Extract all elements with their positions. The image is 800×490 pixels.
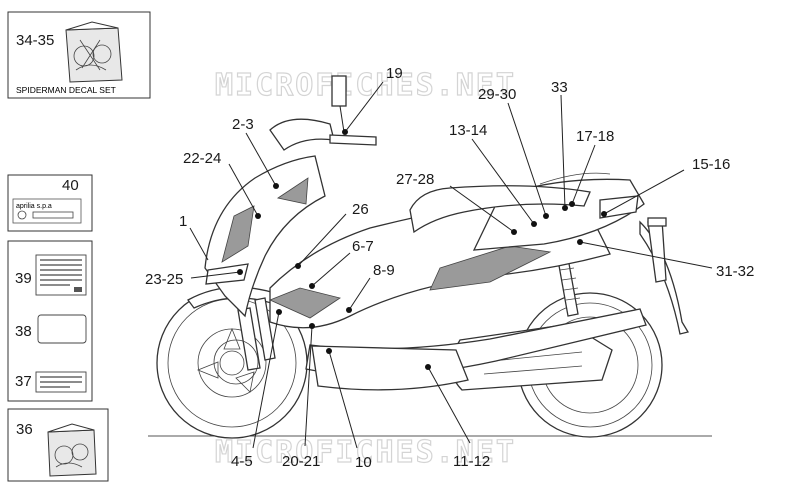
callout-13-14: 13-14: [449, 122, 487, 139]
label-37-icon: [35, 371, 87, 393]
callout-17-18: 17-18: [576, 128, 614, 145]
panel-40: 40 aprilia s.p.a: [7, 174, 93, 232]
callout-22-24: 22-24: [183, 150, 221, 167]
decal-set-ref: 34-35: [16, 32, 54, 49]
panel-38-ref: 38: [15, 323, 32, 340]
decal-packet-icon: [65, 21, 123, 83]
callout-23-25: 23-25: [145, 271, 183, 288]
callout-labels: 19 2-3 22-24 1 23-25 26 6-7 8-9 29-30 33…: [145, 65, 754, 471]
panel-36-ref: 36: [16, 421, 33, 438]
panel-40-brand: aprilia s.p.a: [16, 203, 52, 210]
callout-20-21: 20-21: [282, 453, 320, 470]
decal-set-panel: 34-35 SPIDERMAN DECAL SET: [7, 11, 151, 99]
decal-packet-small-icon: [47, 423, 97, 477]
panel-39-ref: 39: [15, 270, 32, 287]
callout-33: 33: [551, 79, 568, 96]
callout-19: 19: [386, 65, 403, 82]
scooter-drawing: [156, 75, 690, 439]
decal-set-caption: SPIDERMAN DECAL SET: [16, 85, 116, 95]
watermark-top: MICROFICHES.NET: [215, 68, 516, 103]
callout-11-12: 11-12: [453, 453, 490, 470]
panel-37-ref: 37: [15, 373, 32, 390]
leader-lines: [189, 81, 713, 449]
panel-group-37-39: 39 38 37: [7, 240, 93, 402]
callout-26: 26: [352, 201, 369, 218]
label-39-icon: [35, 254, 87, 296]
callout-10: 10: [355, 454, 372, 471]
panel-40-ref: 40: [62, 177, 79, 194]
callout-8-9: 8-9: [373, 262, 395, 279]
panel-36: 36: [7, 408, 109, 482]
callout-6-7: 6-7: [352, 238, 374, 255]
label-38-icon: [37, 314, 87, 344]
callout-27-28: 27-28: [396, 171, 434, 188]
callout-31-32: 31-32: [716, 263, 754, 280]
callout-2-3: 2-3: [232, 116, 254, 133]
callout-15-16: 15-16: [692, 156, 730, 173]
watermark-bottom: MICROFICHES.NET: [215, 435, 516, 470]
callout-4-5: 4-5: [231, 453, 253, 470]
callout-29-30: 29-30: [478, 86, 516, 103]
callout-1: 1: [179, 213, 187, 230]
